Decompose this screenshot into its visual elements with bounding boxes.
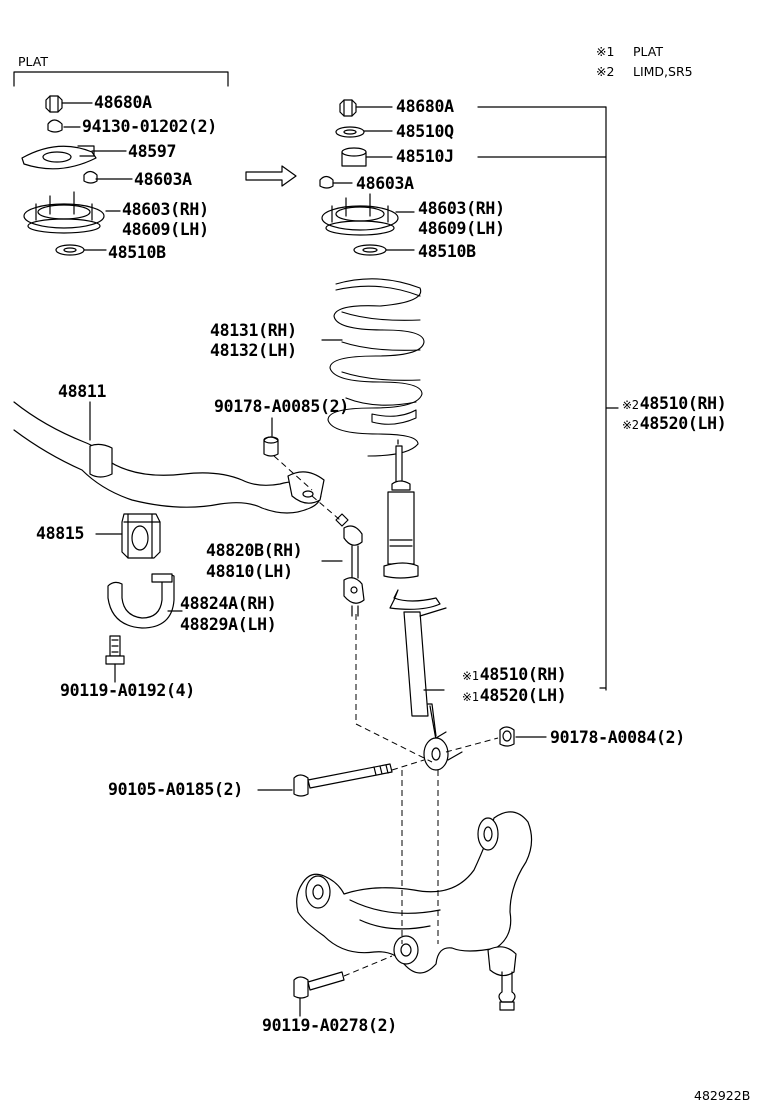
- label-support-lh-right: 48609(LH): [418, 219, 505, 238]
- right-cushion-48510j-part: [341, 147, 367, 167]
- label-insulator-48510b-left: 48510B: [108, 243, 166, 262]
- left-seat-48597-part: [21, 145, 97, 170]
- absorber1-lh-mark: ※1: [462, 690, 479, 704]
- absorber1-lh-text: 48520(LH): [479, 686, 567, 705]
- legend-note-1-mark: ※1: [596, 44, 615, 59]
- label-spring-lh: 48132(LH): [210, 341, 297, 360]
- shock-absorber-part: [383, 439, 463, 771]
- right-leader-lines: [355, 106, 619, 691]
- lower-arm-part: [296, 811, 533, 1011]
- bolt-90119-a0192-part: [105, 635, 125, 665]
- label-support-rh-right: 48603(RH): [418, 199, 505, 218]
- right-retainer-48510q-part: [335, 126, 365, 138]
- label-nut-94130: 94130-01202(2): [82, 117, 217, 136]
- bracket-48824a-part: [107, 573, 175, 629]
- label-spring-rh: 48131(RH): [210, 321, 297, 340]
- bolt-90105-a0185-part: [293, 763, 393, 797]
- label-cushion-48510j: 48510J: [396, 147, 454, 166]
- label-link-lh: 48810(LH): [206, 562, 293, 581]
- label-bushing-48815: 48815: [36, 524, 85, 543]
- right-nut-48680a-part: [339, 99, 357, 117]
- plat-group-bracket: [13, 71, 229, 87]
- stabilizer-link-part: [335, 513, 365, 617]
- nut-90178-a0084-part: [499, 726, 515, 747]
- stabilizer-bar-part: [13, 401, 325, 514]
- label-support-lh-left: 48609(LH): [122, 220, 209, 239]
- label-seat-48597: 48597: [128, 142, 177, 161]
- bolt-90119-a0278-part: [293, 971, 345, 999]
- label-nut-90178-a0084: 90178-A0084(2): [550, 728, 685, 747]
- coil-spring-part: [327, 278, 425, 457]
- label-nut-48603a-left: 48603A: [134, 170, 192, 189]
- left-leader-lines: [61, 102, 133, 251]
- label-absorber2-lh: ※248520(LH): [622, 414, 727, 435]
- label-bracket-lh: 48829A(LH): [180, 615, 277, 634]
- label-bolt-90105-a0185: 90105-A0185(2): [108, 780, 243, 799]
- absorber2-lh-mark: ※2: [622, 418, 639, 432]
- left-nut-94130-part: [47, 119, 63, 133]
- legend-note-2-mark: ※2: [596, 64, 615, 79]
- label-absorber1-rh: ※148510(RH): [462, 665, 567, 686]
- left-nut-48603a-part: [83, 170, 98, 184]
- label-bolt-90119-a0278: 90119-A0278(2): [262, 1016, 397, 1035]
- label-bracket-rh: 48824A(RH): [180, 594, 277, 613]
- label-absorber1-lh: ※148520(LH): [462, 686, 567, 707]
- absorber2-rh-mark: ※2: [622, 398, 639, 412]
- label-insulator-48510b-right: 48510B: [418, 242, 476, 261]
- label-support-rh-left: 48603(RH): [122, 200, 209, 219]
- label-nut-48680a-left: 48680A: [94, 93, 152, 112]
- plat-group-title: PLAT: [18, 54, 49, 69]
- legend-note-1-text: PLAT: [633, 44, 664, 59]
- right-insulator-part: [353, 244, 387, 256]
- illustration-id: 482922B: [694, 1088, 751, 1103]
- label-stabilizer-bar: 48811: [58, 382, 107, 401]
- absorber2-rh-text: 48510(RH): [639, 394, 727, 413]
- right-nut-48603a-part: [319, 175, 353, 189]
- label-nut-48603a-right: 48603A: [356, 174, 414, 193]
- label-link-rh: 48820B(RH): [206, 541, 303, 560]
- label-absorber2-rh: ※248510(RH): [622, 394, 727, 415]
- transition-arrow: [245, 165, 297, 187]
- assembly-dashed-lines: [273, 455, 499, 977]
- nut-90178-a0085-part: [263, 436, 279, 457]
- label-bolt-90119-a0192: 90119-A0192(4): [60, 681, 195, 700]
- left-support-part: [23, 191, 105, 234]
- left-nut-48680a-part: [45, 95, 63, 113]
- label-nut-48680a-right: 48680A: [396, 97, 454, 116]
- label-nut-90178-a0085: 90178-A0085(2): [214, 397, 349, 416]
- right-support-part: [321, 193, 399, 236]
- absorber1-rh-mark: ※1: [462, 669, 479, 683]
- bushing-48815-part: [121, 513, 161, 559]
- absorber2-lh-text: 48520(LH): [639, 414, 727, 433]
- legend-note-2-text: LIMD,SR5: [633, 64, 693, 79]
- left-insulator-part: [55, 244, 85, 256]
- absorber1-rh-text: 48510(RH): [479, 665, 567, 684]
- label-retainer-48510q: 48510Q: [396, 122, 454, 141]
